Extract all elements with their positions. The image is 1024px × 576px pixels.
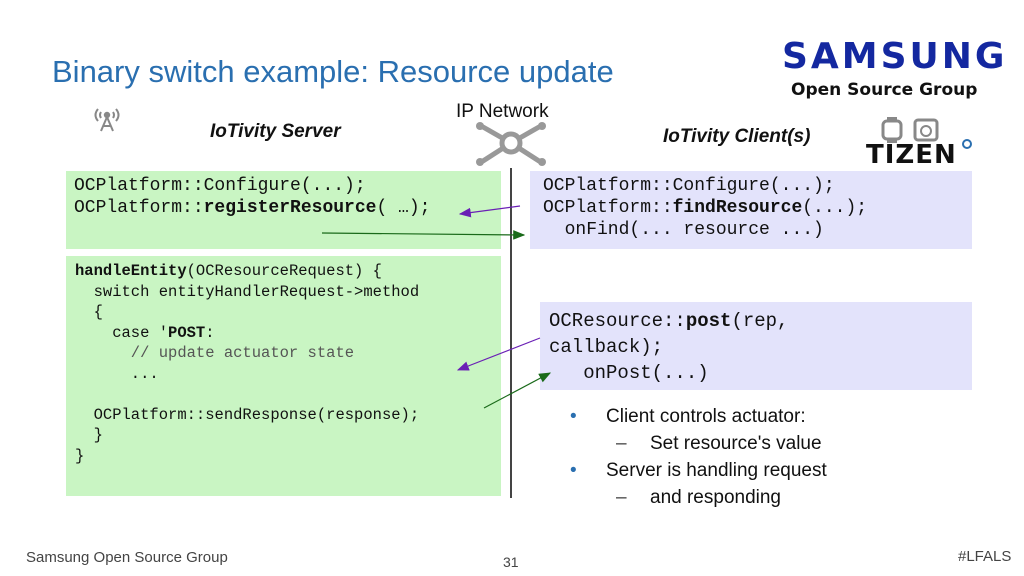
- code-keyword: POST: [168, 323, 206, 342]
- code-line: {: [75, 303, 103, 321]
- code-line: onFind(... resource ...): [543, 220, 824, 240]
- code-line: OCPlatform::: [74, 198, 204, 218]
- find-arrow: [321, 230, 526, 240]
- code-line: switch entityHandlerRequest->method: [75, 282, 420, 301]
- client-post-code: OCResource::post(rep, callback); onPost(…: [540, 302, 972, 390]
- client-find-code: OCPlatform::Configure(...); OCPlatform::…: [530, 171, 972, 249]
- code-keyword: registerResource: [203, 198, 377, 218]
- network-label: IP Network: [456, 101, 549, 122]
- page-number: 31: [503, 554, 519, 570]
- watch-icon: [881, 117, 903, 143]
- client-label: IoTivity Client(s): [663, 126, 811, 147]
- code-line: OCResource::: [549, 310, 686, 332]
- response-arrow: [483, 372, 552, 409]
- code-line: }: [75, 426, 103, 444]
- code-keyword: post: [685, 310, 732, 332]
- code-line: (...);: [802, 198, 868, 218]
- code-line: OCPlatform::Configure(...);: [543, 176, 835, 196]
- code-line: callback);: [549, 336, 664, 358]
- code-line: OCPlatform::: [543, 198, 673, 218]
- code-keyword: findResource: [672, 198, 803, 218]
- post-request-arrow: [456, 337, 541, 371]
- bullet-text: Client controls actuator:: [606, 406, 806, 427]
- server-handler-code: handleEntity(OCResourceRequest) { switch…: [66, 256, 501, 496]
- bullet-marker: –: [616, 433, 627, 454]
- footer-hashtag: #LFALS: [958, 548, 1012, 565]
- code-line: case ': [75, 323, 169, 342]
- code-line: (OCResourceRequest) {: [186, 262, 382, 280]
- small-device-icon: [962, 139, 972, 149]
- bullet-marker: •: [570, 460, 577, 481]
- bullet-text: Set resource's value: [650, 433, 822, 454]
- samsung-logo: SAMSUNG: [782, 36, 1008, 77]
- code-comment: // update actuator state: [75, 344, 355, 362]
- code-keyword: handleEntity: [75, 262, 187, 280]
- server-setup-code: OCPlatform::Configure(...); OCPlatform::…: [66, 171, 501, 249]
- code-line: ( …);: [376, 198, 431, 218]
- server-label: IoTivity Server: [210, 121, 341, 142]
- footer-org: Samsung Open Source Group: [26, 549, 228, 566]
- slide-title: Binary switch example: Resource update: [52, 54, 614, 89]
- appliance-icon: [913, 118, 939, 142]
- open-source-group-label: Open Source Group: [791, 80, 978, 100]
- code-line: OCPlatform::Configure(...);: [74, 176, 366, 196]
- code-line: }: [75, 446, 85, 465]
- network-divider: [510, 168, 512, 498]
- bullet-text: Server is handling request: [606, 460, 827, 481]
- tizen-logo: TIZEN: [866, 140, 957, 170]
- code-line: ...: [75, 364, 159, 383]
- code-line: (rep,: [731, 310, 789, 332]
- code-line: :: [205, 323, 215, 342]
- bullet-marker: –: [616, 487, 627, 508]
- bullet-marker: •: [570, 406, 577, 427]
- code-line: OCPlatform::sendResponse(response);: [75, 405, 420, 424]
- antenna-icon: [94, 108, 120, 132]
- code-line: onPost(...): [549, 362, 709, 384]
- configure-arrow: [458, 205, 521, 218]
- network-hub-icon: [476, 122, 546, 166]
- bullet-text: and responding: [650, 487, 781, 508]
